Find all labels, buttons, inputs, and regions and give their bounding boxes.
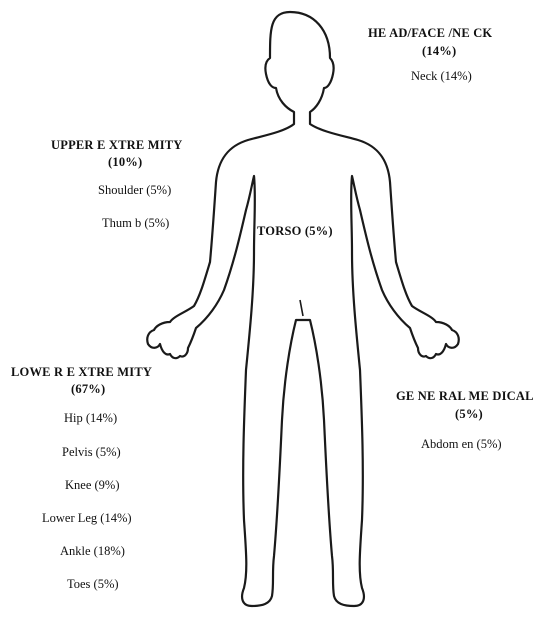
head-face-neck-item-neck: Neck (14%) bbox=[411, 68, 472, 84]
lower-extremity-item-pelvis: Pelvis (5%) bbox=[62, 444, 121, 460]
head-face-neck-percent: (14%) bbox=[422, 43, 456, 59]
upper-extremity-title: UPPER E XTRE MITY bbox=[51, 137, 183, 153]
lower-extremity-item-hip: Hip (14%) bbox=[64, 410, 117, 426]
lower-extremity-title: LOWE R E XTRE MITY bbox=[11, 364, 152, 380]
lower-extremity-item-toes: Toes (5%) bbox=[67, 576, 119, 592]
lower-extremity-item-lower-leg: Lower Leg (14%) bbox=[42, 510, 132, 526]
lower-extremity-percent: (67%) bbox=[71, 381, 105, 397]
general-medical-title: GE NE RAL ME DICAL bbox=[396, 388, 534, 404]
upper-extremity-percent: (10%) bbox=[108, 154, 142, 170]
general-medical-percent: (5%) bbox=[455, 406, 483, 422]
torso-label: TORSO (5%) bbox=[257, 223, 333, 239]
upper-extremity-item-shoulder: Shoulder (5%) bbox=[98, 182, 171, 198]
general-medical-item-abdomen: Abdom en (5%) bbox=[421, 436, 502, 452]
upper-extremity-item-thumb: Thum b (5%) bbox=[102, 215, 169, 231]
head-face-neck-title: HE AD/FACE /NE CK bbox=[368, 25, 492, 41]
lower-extremity-item-ankle: Ankle (18%) bbox=[60, 543, 125, 559]
inner-thigh-line bbox=[300, 300, 303, 316]
body-silhouette bbox=[147, 12, 459, 606]
lower-extremity-item-knee: Knee (9%) bbox=[65, 477, 120, 493]
